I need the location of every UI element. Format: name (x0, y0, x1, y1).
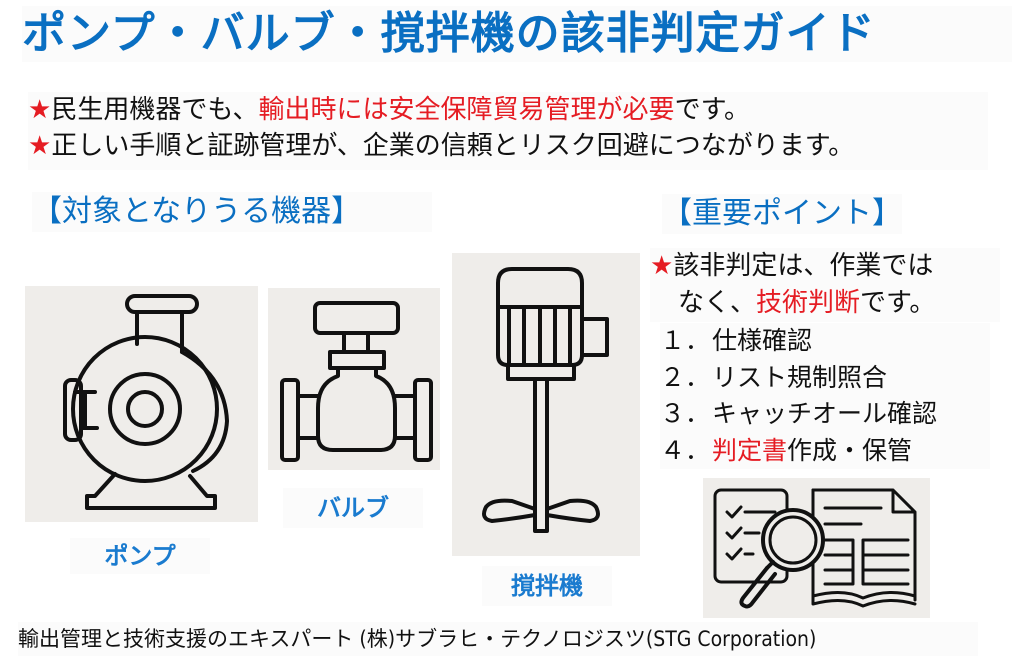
pump-label: ポンプ (70, 538, 210, 574)
key-point: ★該非判定は、作業では なく、技術判断です。 (650, 248, 1000, 322)
intro-block: ★民生用機器でも、輸出時には安全保障貿易管理が必要です。 ★正しい手順と証跡管理… (28, 92, 988, 170)
document-review-icon (703, 478, 930, 618)
equipment-heading: 【対象となりうる機器】 (32, 192, 432, 232)
key-point-highlight: 技術判断 (756, 288, 861, 318)
intro-line-1: ★民生用機器でも、輸出時には安全保障貿易管理が必要です。 (28, 95, 750, 125)
footer-company: 輸出管理と技術支援のエキスパート (株)サブラヒ・テクノロジスツ(STG Cor… (18, 622, 978, 656)
page-title: ポンプ・バルブ・撹拌機の該非判定ガイド (22, 6, 1012, 62)
mixer-label: 撹拌機 (482, 566, 612, 606)
step-item: ２．リスト規制照合 (660, 362, 888, 392)
points-heading: 【重要ポイント】 (662, 194, 902, 234)
valve-label: バルブ (283, 488, 423, 528)
star-icon: ★ (650, 251, 674, 281)
valve-icon (268, 288, 440, 470)
star-icon: ★ (28, 131, 52, 161)
step-item: ３．キャッチオール確認 (660, 399, 938, 428)
intro-highlight: 輸出時には安全保障貿易管理が必要 (258, 95, 675, 125)
star-icon: ★ (28, 95, 52, 125)
pump-icon (25, 286, 258, 522)
mixer-icon (452, 253, 640, 556)
steps-list: １．仕様確認 ２．リスト規制照合 ３．キャッチオール確認 ４．判定書作成・保管 (660, 323, 990, 469)
intro-line-2: ★正しい手順と証跡管理が、企業の信頼とリスク回避につながります。 (28, 131, 855, 161)
step-item: ４．判定書作成・保管 (660, 435, 913, 465)
step-item: １．仕様確認 (660, 326, 813, 355)
